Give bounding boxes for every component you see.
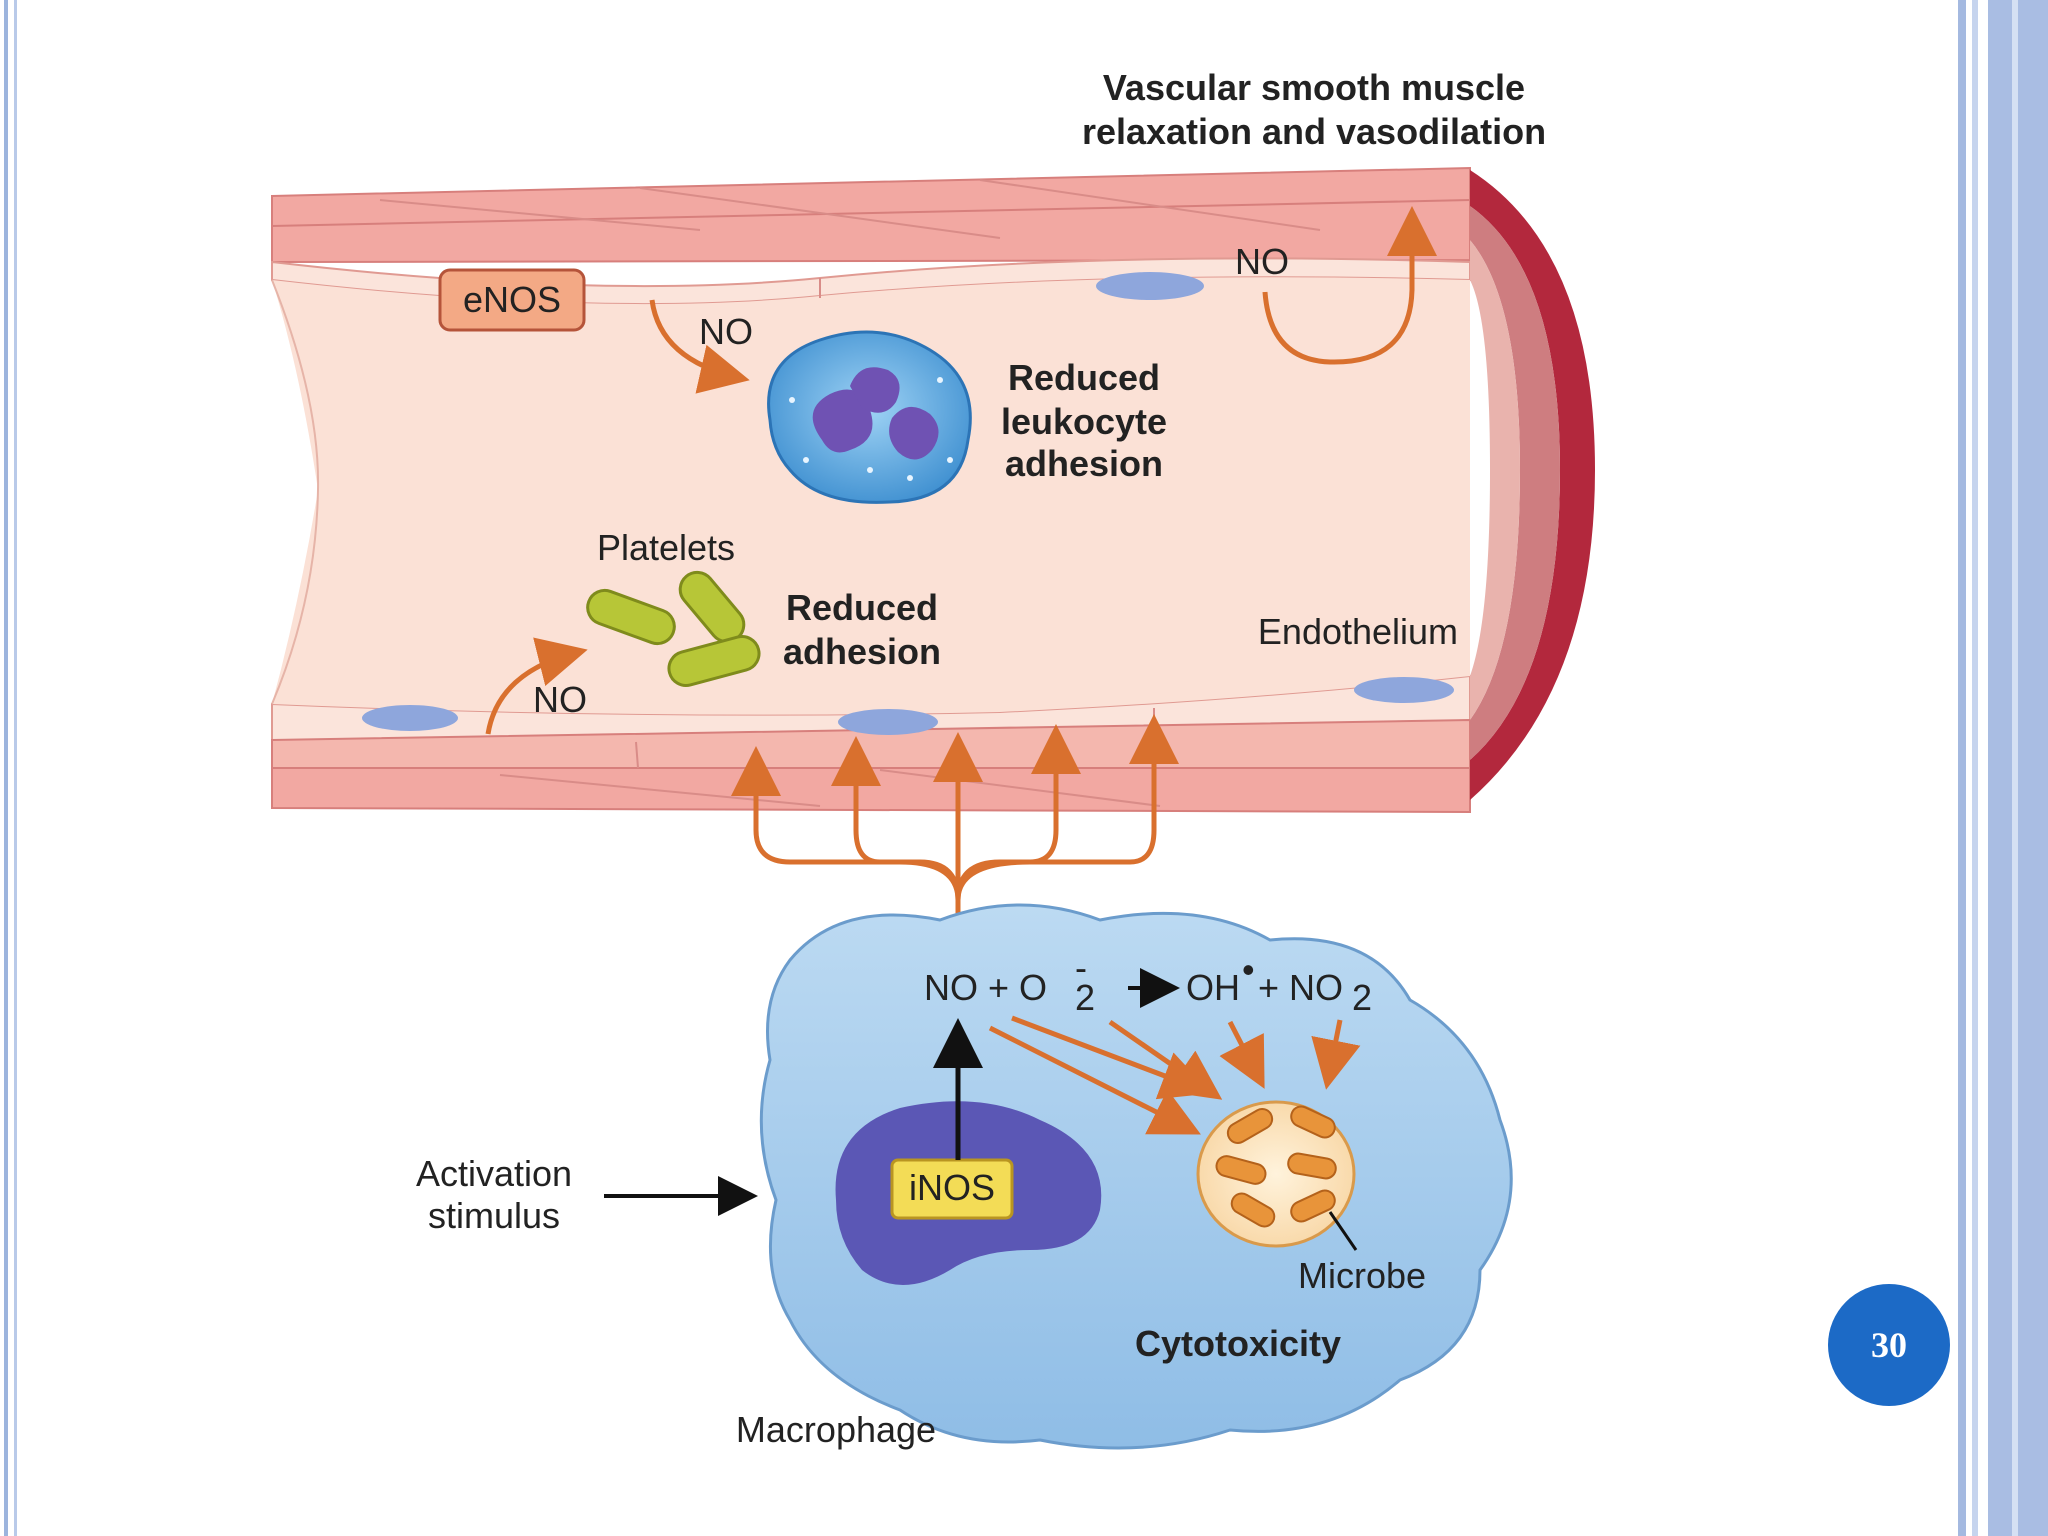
reaction-no2-subscript: 2 bbox=[1352, 977, 1372, 1018]
vasodilation-title-line1: Vascular smooth muscle bbox=[1103, 67, 1525, 108]
frame-stripe bbox=[1958, 0, 1966, 1536]
leukocyte bbox=[767, 330, 972, 504]
reaction-no-plus-o: NO + O bbox=[924, 967, 1047, 1008]
slide-frame-left bbox=[0, 0, 24, 1536]
leukocyte-label-line3: adhesion bbox=[1005, 443, 1163, 484]
frame-stripe bbox=[2012, 0, 2018, 1536]
platelets-label: Platelets bbox=[597, 527, 735, 568]
slide-frame-right bbox=[1958, 0, 2048, 1536]
cytotoxic-arrows bbox=[988, 1015, 1361, 1135]
blood-vessel bbox=[271, 166, 1595, 814]
no-label-leukocyte: NO bbox=[699, 311, 753, 352]
reaction-equation: NO + O 2 - OH • + NO 2 bbox=[924, 947, 1372, 1018]
no-arrow-platelets bbox=[485, 637, 588, 735]
inos-box: iNOS bbox=[890, 1158, 1014, 1220]
slide-number-badge: 30 bbox=[1828, 1284, 1950, 1406]
enos-label: eNOS bbox=[463, 279, 561, 320]
no-label-platelets: NO bbox=[533, 679, 587, 720]
no-label-smooth-muscle: NO bbox=[1235, 241, 1289, 282]
platelets bbox=[586, 570, 761, 688]
reaction-plus-no: + NO bbox=[1258, 967, 1343, 1008]
microbe-label: Microbe bbox=[1298, 1255, 1426, 1296]
microbe-leader-line bbox=[1328, 1211, 1358, 1251]
leukocyte-label-line2: leukocyte bbox=[1001, 401, 1167, 442]
no-arrow-smooth-muscle bbox=[1262, 206, 1437, 365]
reaction-o2-superscript: - bbox=[1075, 947, 1087, 988]
frame-stripe bbox=[1988, 0, 2048, 1536]
leukocyte-label-line1: Reduced bbox=[1008, 357, 1160, 398]
activation-label-line2: stimulus bbox=[428, 1195, 560, 1236]
frame-stripe bbox=[14, 0, 17, 1536]
enos-box: eNOS bbox=[438, 268, 586, 332]
cytotoxicity-label: Cytotoxicity bbox=[1135, 1323, 1341, 1364]
macrophage-label: Macrophage bbox=[736, 1409, 936, 1450]
activation-label-line1: Activation bbox=[416, 1153, 572, 1194]
reduced-adhesion-line1: Reduced bbox=[786, 587, 938, 628]
no-diffusion-arrows bbox=[731, 714, 1179, 960]
reduced-adhesion-line2: adhesion bbox=[783, 631, 941, 672]
inos-label: iNOS bbox=[909, 1167, 995, 1208]
reaction-oh: OH bbox=[1186, 967, 1240, 1008]
endothelium-label: Endothelium bbox=[1258, 611, 1458, 652]
frame-stripe bbox=[4, 0, 8, 1536]
microbe bbox=[1196, 1100, 1356, 1248]
reaction-o2-subscript: 2 bbox=[1075, 977, 1095, 1018]
frame-stripe bbox=[1972, 0, 1978, 1536]
vasodilation-title-line2: relaxation and vasodilation bbox=[1082, 111, 1546, 152]
no-arrow-leukocyte bbox=[649, 299, 750, 394]
reaction-oh-superscript: • bbox=[1242, 949, 1255, 990]
